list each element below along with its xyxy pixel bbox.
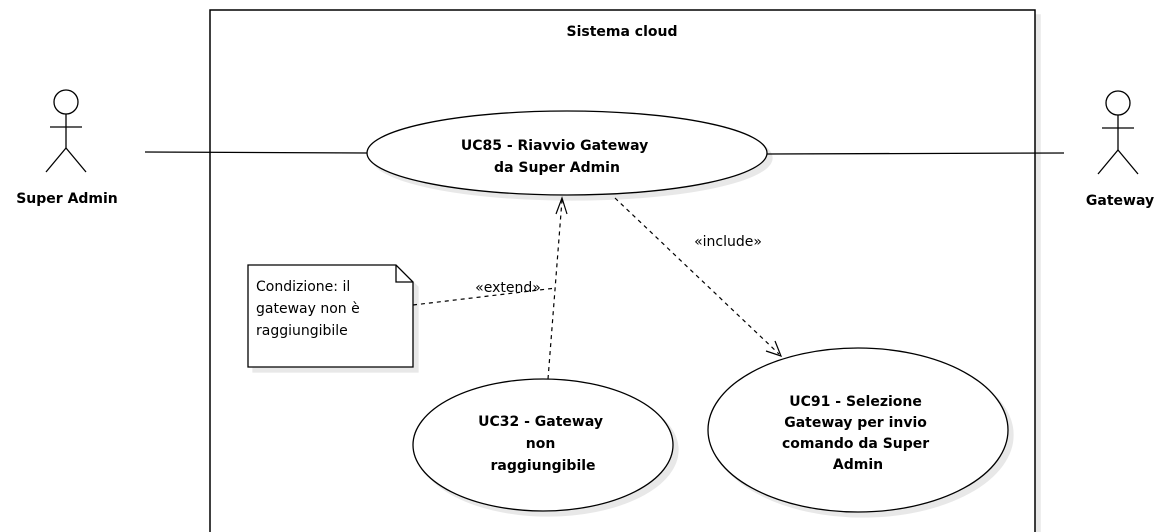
open-arrowhead-icon [765, 340, 783, 357]
use-case-uc32: UC32 - Gateway non raggiungibile [412, 378, 674, 512]
association-uc85-gateway [766, 152, 1065, 155]
actor-gateway: Gateway [1086, 90, 1154, 209]
use-case-uc91-label: UC91 - Selezione Gateway per invio coman… [782, 394, 934, 473]
note-text: Condizione: il gateway non è raggiungibi… [256, 279, 364, 339]
include-label: «include» [694, 234, 762, 250]
use-case-uc85: UC85 - Riavvio Gateway da Super Admin [366, 110, 768, 196]
actor-super-admin: Super Admin [16, 89, 118, 207]
extend-label: «extend» [475, 280, 541, 296]
actor-super-admin-label: Super Admin [16, 191, 118, 207]
use-case-uc91: UC91 - Selezione Gateway per invio coman… [707, 347, 1009, 513]
stick-figure-icon [45, 89, 87, 173]
include-relation: «include» [614, 197, 783, 357]
association-super-admin-uc85 [144, 151, 368, 154]
open-arrowhead-icon [555, 196, 568, 215]
note-anchor-line [412, 287, 557, 306]
condition-note: Condizione: il gateway non è raggiungibi… [247, 264, 557, 368]
system-title: Sistema cloud [566, 24, 677, 40]
use-case-uc32-label: UC32 - Gateway non raggiungibile [478, 414, 608, 474]
use-case-uc85-label: UC85 - Riavvio Gateway da Super Admin [461, 138, 653, 176]
stick-figure-icon [1097, 90, 1139, 175]
actor-gateway-label: Gateway [1086, 193, 1154, 209]
